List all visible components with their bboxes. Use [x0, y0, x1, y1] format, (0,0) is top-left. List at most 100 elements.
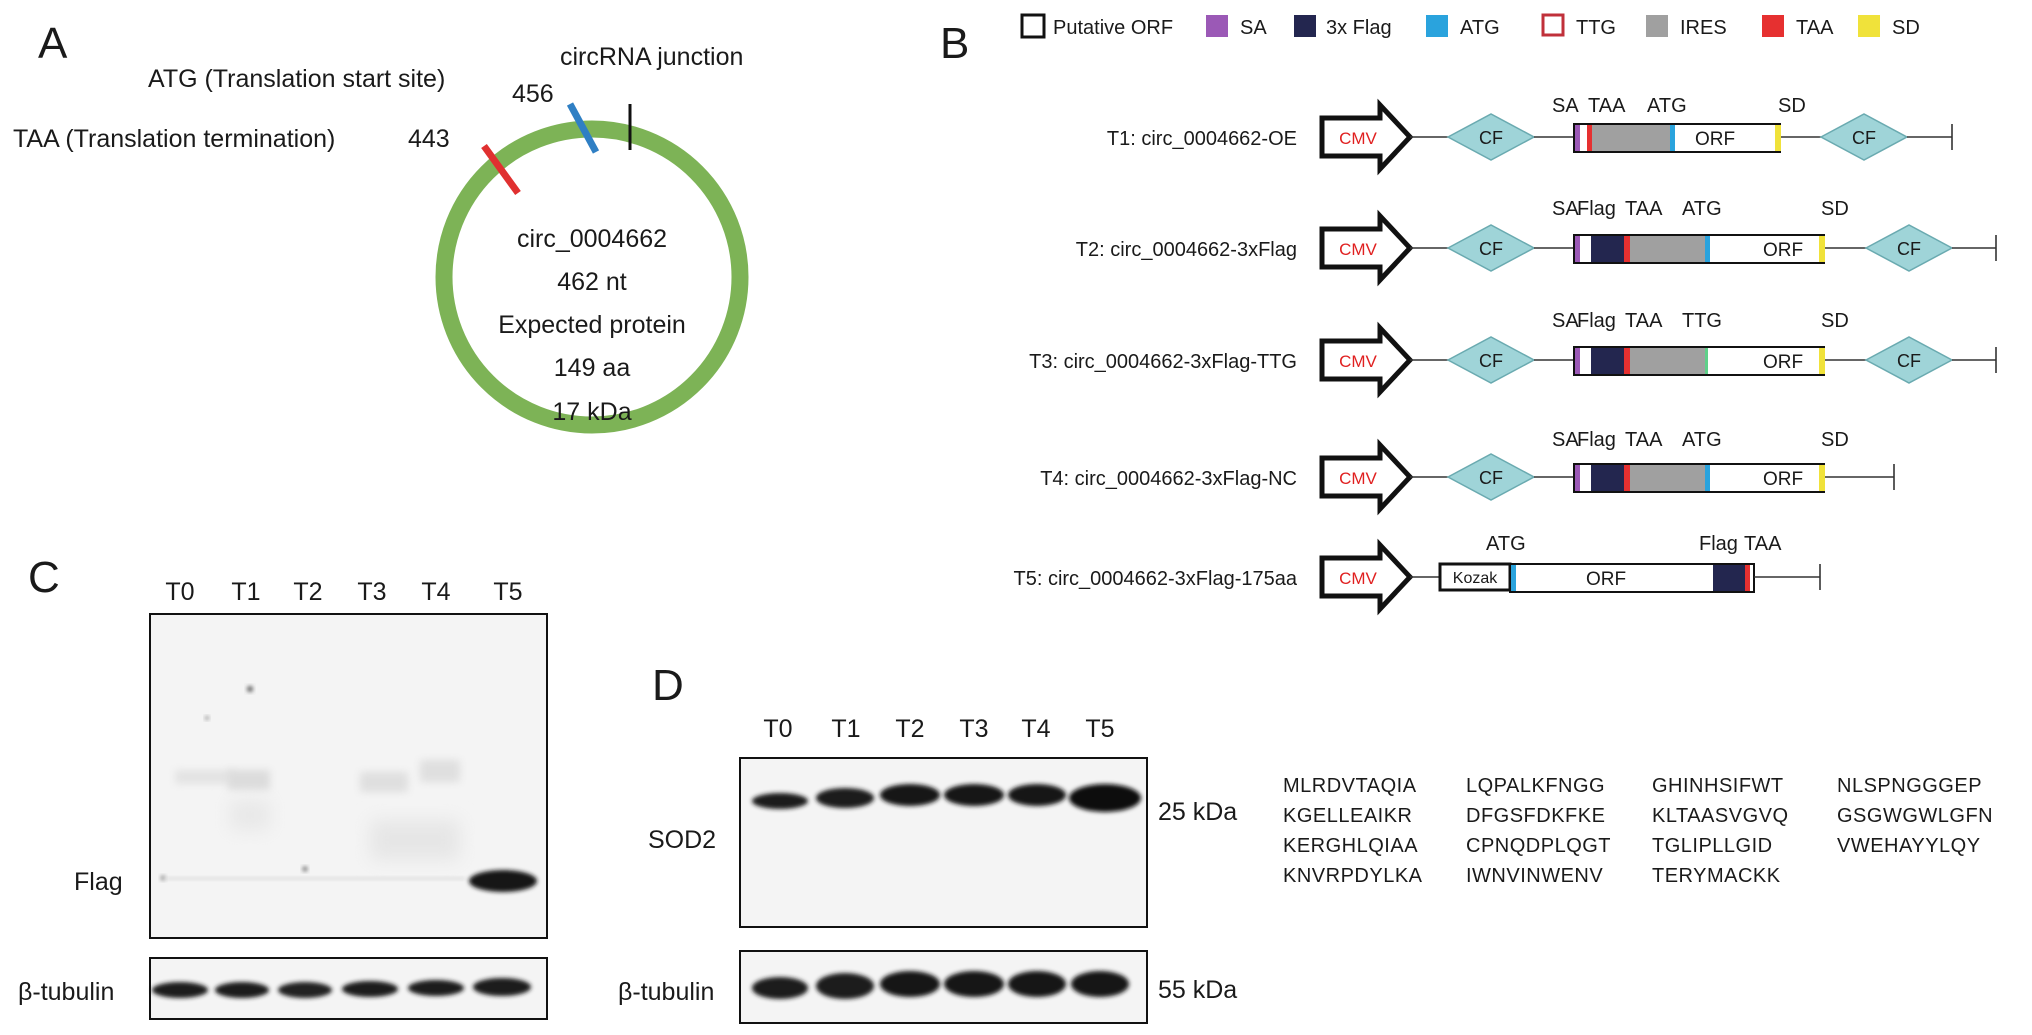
flag-label: Flag	[74, 868, 123, 896]
sequence-block: KERGHLQIAA	[1283, 835, 1418, 857]
ttg-site	[1705, 348, 1708, 374]
tubulin-band	[408, 980, 464, 996]
lane-label-t3: T3	[357, 578, 386, 606]
sequence-block: KLTAASVGVQ	[1652, 805, 1789, 827]
tubulin-band	[1008, 971, 1066, 997]
construct-t5: T5: circ_0004662-3xFlag-175aa CMV Kozak …	[1013, 533, 1821, 616]
lane-label-t1: T1	[831, 715, 860, 743]
tubulin-band	[880, 971, 940, 997]
flag-tag	[1591, 348, 1624, 374]
label-atg: ATG	[1682, 198, 1722, 220]
label-sd: SD	[1821, 198, 1849, 220]
cf-label: CF	[1479, 239, 1503, 259]
ires-element	[1592, 125, 1670, 151]
sd-site	[1819, 465, 1825, 491]
tubulin-band	[944, 971, 1004, 997]
cmv-label: CMV	[1339, 129, 1377, 148]
sd-site	[1775, 125, 1781, 151]
lane-label-t5: T5	[1085, 715, 1114, 743]
protein-mass: 17 kDa	[552, 398, 631, 426]
construct-t1: T1: circ_0004662-OE CMV CF ORF CF SA TAA…	[1107, 95, 1953, 176]
taa-site-label: TAA (Translation termination)	[13, 125, 335, 153]
orf-label: ORF	[1763, 240, 1803, 261]
atg-site-marker	[566, 102, 600, 154]
label-flag: Flag	[1577, 310, 1616, 332]
cmv-promoter-arrow	[1319, 98, 1414, 176]
ires-element	[1630, 348, 1705, 374]
orf-label: ORF	[1763, 469, 1803, 490]
legend-label-flag: 3x Flag	[1326, 17, 1392, 39]
legend-swatch-ires	[1646, 15, 1668, 37]
label-sd: SD	[1778, 95, 1806, 117]
protein-sequence: MLRDVTAQIA LQPALKFNGG GHINHSIFWT NLSPNGG…	[1283, 775, 1993, 887]
taa-site	[1624, 236, 1630, 262]
c-tubulin-label: β-tubulin	[18, 978, 114, 1006]
taa-site	[1587, 125, 1592, 151]
sequence-block: TGLIPLLGID	[1652, 835, 1773, 857]
cf-label: CF	[1479, 351, 1503, 371]
orf-label: ORF	[1695, 129, 1735, 150]
cmv-promoter-arrow	[1319, 321, 1414, 399]
tubulin-band	[1071, 971, 1129, 997]
tubulin-band	[215, 982, 269, 998]
taa-site	[1624, 465, 1630, 491]
label-sd: SD	[1821, 429, 1849, 451]
d-tubulin-label: β-tubulin	[618, 978, 714, 1006]
flag-tag	[1591, 236, 1624, 262]
construct-t2: T2: circ_0004662-3xFlag CMV CF ORF CF SA…	[1076, 198, 1997, 287]
sequence-block: IWNVINWENV	[1466, 865, 1603, 887]
construct-name: T3: circ_0004662-3xFlag-TTG	[1029, 351, 1297, 373]
cf-label: CF	[1852, 128, 1876, 148]
atg-site	[1670, 125, 1675, 151]
expected-protein-label: Expected protein	[498, 311, 686, 339]
protein-length: 149 aa	[554, 354, 631, 382]
taa-site-marker	[481, 143, 521, 196]
blot-c-tubulin-membrane	[149, 957, 548, 1020]
tubulin-kda-label: 55 kDa	[1158, 976, 1237, 1004]
circrna-ring	[435, 120, 749, 434]
tubulin-band	[752, 977, 808, 999]
legend-swatch-sa	[1206, 15, 1228, 37]
label-sd: SD	[1821, 310, 1849, 332]
blot-d-sod2-membrane	[739, 757, 1148, 928]
atg-site-label: ATG (Translation start site)	[148, 65, 445, 93]
lane-label-t3: T3	[959, 715, 988, 743]
sod2-band	[816, 788, 874, 808]
cmv-label: CMV	[1339, 469, 1377, 488]
label-ttg: TTG	[1682, 310, 1722, 332]
taa-site	[1745, 565, 1750, 591]
construct-name: T1: circ_0004662-OE	[1107, 128, 1297, 150]
taa-site	[1624, 348, 1630, 374]
label-flag: Flag	[1577, 429, 1616, 451]
sequence-block: TERYMACKK	[1652, 865, 1781, 887]
sequence-block: CPNQDPLQGT	[1466, 835, 1611, 857]
cmv-promoter-arrow	[1319, 538, 1414, 616]
label-flag: Flag	[1699, 533, 1738, 555]
tubulin-band	[278, 982, 332, 998]
legend-swatch-ttg	[1541, 13, 1565, 37]
blot-c-flag-membrane	[149, 613, 548, 939]
sa-site	[1575, 465, 1580, 491]
lane-label-t2: T2	[293, 578, 322, 606]
flag-band-t5	[469, 870, 537, 892]
sod2-band	[880, 784, 940, 806]
legend-label-orf: Putative ORF	[1053, 17, 1173, 39]
sequence-block: DFGSFDKFKE	[1466, 805, 1605, 827]
label-atg: ATG	[1682, 429, 1722, 451]
blot-d-lane-labels: T0 T1 T2 T3 T4 T5	[763, 715, 1114, 743]
panel-c-letter: C	[28, 553, 60, 602]
cmv-promoter-arrow	[1319, 209, 1414, 287]
construct-t4: T4: circ_0004662-3xFlag-NC CMV CF ORF SA…	[1040, 429, 1895, 516]
legend-label-ires: IRES	[1680, 17, 1727, 39]
legend-label-ttg: TTG	[1576, 17, 1616, 39]
tubulin-band	[473, 978, 531, 996]
legend-swatch-orf	[1020, 13, 1046, 39]
sequence-block: GHINHSIFWT	[1652, 775, 1784, 797]
label-sa: SA	[1552, 95, 1579, 117]
sd-site	[1819, 236, 1825, 262]
circrna-junction-label: circRNA junction	[560, 43, 743, 71]
sod2-band	[944, 784, 1004, 806]
sa-site	[1575, 236, 1580, 262]
lane-label-t1: T1	[231, 578, 260, 606]
